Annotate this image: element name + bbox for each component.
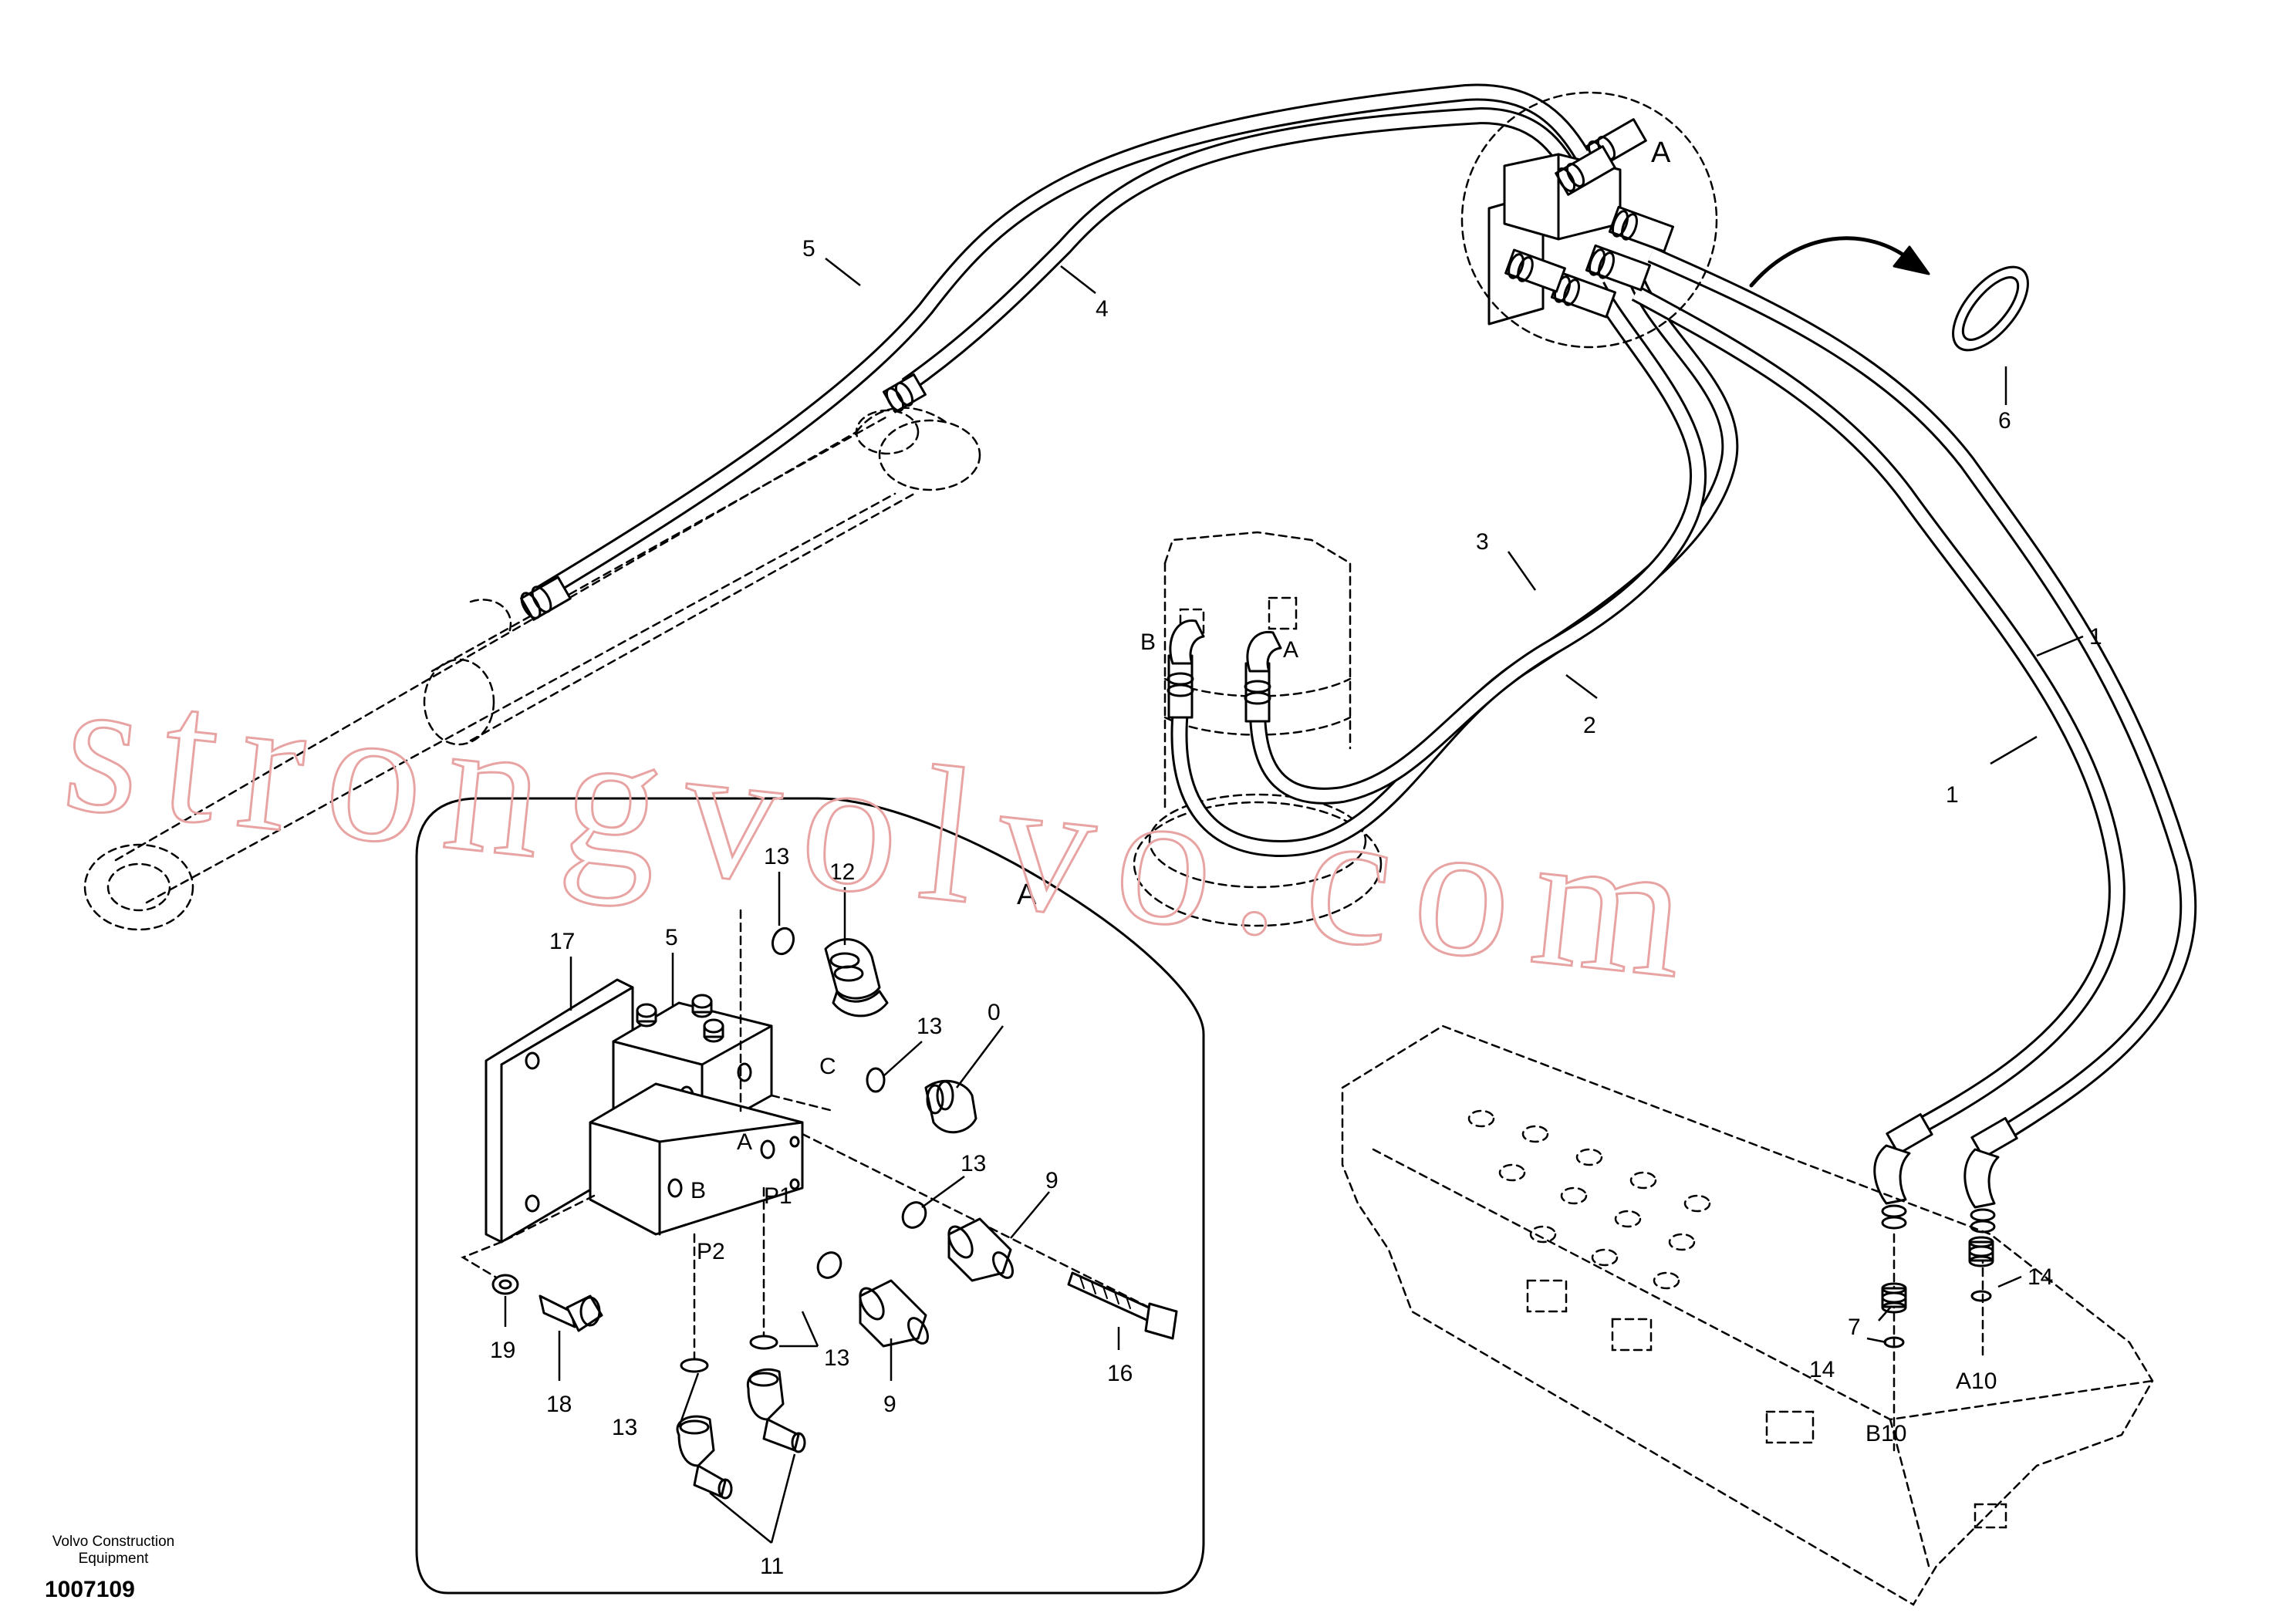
detail-callout-16: 16 <box>1107 1361 1133 1386</box>
grommet-part <box>1749 236 2029 352</box>
block-fitting-6 <box>1504 248 1566 293</box>
block-port-b: B <box>690 1178 706 1203</box>
detail-callout-13-top: 13 <box>764 844 789 869</box>
fitting-12 <box>824 938 889 1018</box>
hose-1-end-fitting-a10 <box>1963 1117 2018 1234</box>
hose-4-and-5 <box>520 83 1589 621</box>
detail-a-block-assembly <box>485 978 804 1244</box>
callout-14-a10: 14 <box>2028 1264 2053 1290</box>
oring-13-lower <box>816 1251 842 1279</box>
drawing-number: 1007109 <box>45 1577 135 1602</box>
callout-14-b10: 14 <box>1809 1357 1835 1382</box>
adapter-7 <box>1881 1282 1907 1314</box>
detail-callout-13-c: 13 <box>917 1014 942 1039</box>
callout-1-upper: 1 <box>2089 624 2102 650</box>
oring-14-a10 <box>1970 1290 1992 1302</box>
swivel-port-b-label: B <box>1140 629 1156 655</box>
detail-a-frame <box>415 797 1205 1595</box>
detail-callout-18: 18 <box>546 1392 572 1417</box>
callout-7: 7 <box>1848 1315 1861 1340</box>
block-port-c: C <box>819 1054 836 1079</box>
company-line-2: Equipment <box>78 1551 149 1567</box>
oring-13-p2 <box>680 1358 709 1373</box>
control-valve-outline <box>1341 1024 2154 1606</box>
hose-2-and-3 <box>1167 274 1739 857</box>
valve-port-b10-label: B10 <box>1866 1421 1906 1446</box>
detail-callout-9-upper: 9 <box>1045 1168 1059 1193</box>
callout-2: 2 <box>1583 713 1596 738</box>
detail-callout-0: 0 <box>988 1000 1001 1025</box>
adapter-9-lower <box>859 1279 929 1348</box>
adapter-a10 <box>1968 1236 1994 1267</box>
detail-callout-17: 17 <box>549 929 575 954</box>
hose-4-end-fitting <box>882 373 927 413</box>
detail-callout-11: 11 <box>760 1554 784 1579</box>
oring-13-mid <box>901 1201 927 1229</box>
watermark-text: strongvolvo.com <box>56 636 1718 1021</box>
elbow-11-right <box>746 1368 806 1453</box>
callout-5: 5 <box>802 236 815 262</box>
hose-1-end-fitting-b10 <box>1873 1113 1933 1230</box>
detail-callout-5: 5 <box>665 925 678 950</box>
block-fitting-4 <box>1585 244 1652 292</box>
valve-block-main <box>1487 118 1675 326</box>
callout-leaders <box>504 258 2084 1544</box>
fitting-0 <box>924 1079 977 1134</box>
block-port-p2: P2 <box>697 1239 725 1264</box>
hose-5-end-fitting <box>520 575 572 621</box>
callout-4: 4 <box>1096 296 1109 322</box>
callout-3: 3 <box>1476 529 1489 555</box>
elbow-11-left <box>676 1415 733 1500</box>
company-line-1: Volvo Construction <box>52 1534 175 1550</box>
block-fitting-3 <box>1608 205 1675 253</box>
company-name: Volvo Construction Equipment <box>25 1534 202 1568</box>
swivel-port-a-label: A <box>1283 637 1298 663</box>
detail-callout-13-mid: 13 <box>961 1151 986 1176</box>
swivel-port-a-fitting <box>1244 630 1282 723</box>
oring-13-c-port <box>866 1067 886 1093</box>
bolt-18 <box>539 1294 603 1332</box>
swivel-port-b-fitting <box>1167 619 1205 719</box>
detail-callout-13-p2: 13 <box>612 1415 637 1440</box>
adapter-9-upper <box>947 1217 1014 1282</box>
block-fitting-2 <box>1555 145 1616 196</box>
detail-callout-12: 12 <box>829 859 855 885</box>
detail-a-title: A <box>1017 879 1037 911</box>
hose-1-pair <box>1631 246 2197 1234</box>
circle-a-label: A <box>1651 137 1671 169</box>
block-port-p1: P1 <box>764 1183 792 1209</box>
valve-port-a10-label: A10 <box>1956 1369 1997 1394</box>
oring-13-p1 <box>749 1335 778 1350</box>
oring-13-top <box>771 926 795 956</box>
detail-callout-19: 19 <box>490 1338 515 1363</box>
callout-6: 6 <box>1998 408 2011 434</box>
cylinder-outline <box>83 407 981 931</box>
washer-19 <box>491 1274 519 1295</box>
callout-1-lower: 1 <box>1946 782 1959 808</box>
block-port-a: A <box>737 1129 752 1155</box>
detail-a-reference-circle <box>1460 91 1718 349</box>
detail-callout-13-p1: 13 <box>824 1345 849 1371</box>
detail-callout-9-lower: 9 <box>883 1392 896 1417</box>
bolt-16 <box>1067 1271 1178 1340</box>
